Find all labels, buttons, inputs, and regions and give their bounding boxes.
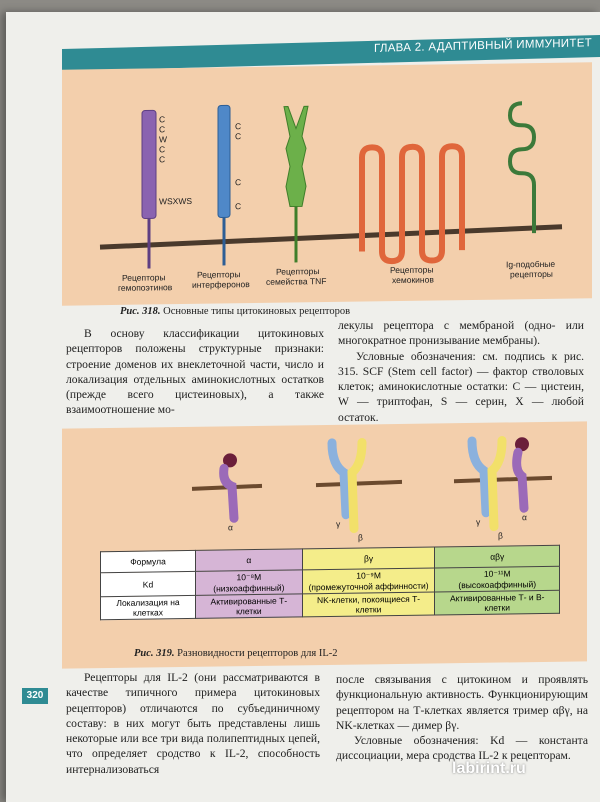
ifn-c3: C	[235, 177, 241, 187]
figure-319: α γ β γ β α	[62, 421, 587, 669]
label-chemo-1: Рецепторы	[390, 265, 433, 276]
cell-loc-2: NK-клетки, покоящиеся Т-клетки	[302, 592, 435, 617]
cell-kd-3: 10⁻¹¹M(высокоаффинный)	[434, 566, 560, 593]
paragraph-right-2b: Условные обозначения: Kd — константа дис…	[336, 734, 588, 763]
motif-label: WSXWS	[159, 196, 192, 206]
beta-chain-2	[347, 437, 367, 534]
cell-formula-1: α	[195, 548, 303, 572]
residue-c2: C	[159, 124, 165, 134]
cell-formula-label: Формула	[100, 550, 196, 573]
cell-kd-2: 10⁻⁹M(промежуточной аффинности)	[302, 568, 435, 594]
membrane-3	[453, 475, 553, 484]
caption-319-num: Рис. 319.	[134, 648, 175, 659]
ifn-c4: C	[235, 201, 241, 211]
text-right-2: после связывания с цитокином и проявлять…	[336, 672, 588, 764]
cell-kd-label: Kd	[100, 571, 196, 597]
paragraph-left-2: Рецепторы для IL-2 (они рассматриваются …	[66, 671, 320, 776]
text-left-2: Рецепторы для IL-2 (они рассматриваются …	[66, 670, 320, 777]
chapter-title: ГЛАВА 2. АДАПТИВНЫЙ ИММУНИТЕТ	[373, 37, 592, 55]
label-tnf-1: Рецепторы	[276, 266, 319, 277]
interferon-receptor	[217, 104, 231, 218]
residue-c4: C	[159, 154, 165, 164]
paragraph-right-2a: после связывания с цитокином и проявлять…	[336, 673, 588, 732]
label-chemo-2: хемокинов	[392, 275, 434, 286]
cell-formula-2: βγ	[302, 547, 435, 570]
caption-318-text: Основные типы цитокиновых рецепторов	[160, 306, 351, 317]
label-hemo-2: гемопоэтинов	[118, 282, 173, 293]
ifn-c1: C	[235, 121, 241, 131]
text-right-1: лекулы рецептора с мембраной (одно- или …	[338, 318, 584, 425]
membrane-2	[315, 479, 403, 488]
alpha-label-1: α	[228, 522, 233, 532]
hemopoietin-receptor	[141, 109, 157, 220]
alpha-label-3: α	[522, 512, 527, 522]
beta-label-3: β	[498, 531, 503, 541]
gamma-chain-3	[467, 436, 491, 518]
cell-loc-3: Активированные Т- и В-клетки	[434, 590, 560, 616]
residue-c3: C	[159, 144, 165, 154]
residue-w: W	[159, 134, 167, 144]
watermark: labirint.ru	[452, 760, 526, 777]
gamma-label-2: γ	[336, 519, 341, 529]
cell-kd-1: 10⁻⁸M(низкоаффинный)	[195, 569, 303, 596]
ifn-c2: C	[235, 131, 241, 141]
ig-receptor	[507, 101, 537, 234]
text-left-1: В основу классификации цитокиновых рецеп…	[66, 326, 324, 418]
caption-318-num: Рис. 318.	[120, 306, 161, 317]
caption-319-text: Разновидности рецепторов для IL-2	[174, 648, 338, 659]
il2-receptor-table: Формула α βγ αβγ Kd 10⁻⁸M(низкоаффинный)…	[100, 545, 560, 620]
label-ig-2: рецепторы	[510, 269, 553, 280]
gamma-chain-2	[327, 438, 351, 520]
cell-loc-1: Активированные Т-клетки	[195, 593, 303, 619]
page-number: 320	[22, 688, 48, 704]
alpha-chain-1	[219, 463, 239, 523]
alpha-chain-3	[512, 447, 529, 513]
figure-318: C C W C C WSXWS C C C C Рецепторы гемопо…	[62, 62, 592, 306]
tnf-receptor	[283, 105, 309, 208]
residue-c1: C	[159, 114, 165, 124]
paragraph-right-1a: лекулы рецептора с мембраной (одно- или …	[338, 319, 584, 348]
gamma-label-3: γ	[476, 517, 481, 527]
cell-formula-3: αβγ	[434, 545, 560, 569]
label-hemo-1: Рецепторы	[122, 272, 165, 283]
label-ifn-2: интерферонов	[192, 279, 250, 290]
beta-label-2: β	[358, 532, 363, 542]
label-ifn-1: Рецепторы	[197, 269, 240, 280]
paragraph-left-1: В основу классификации цитокиновых рецеп…	[66, 327, 324, 417]
paragraph-right-1b: Условные обозначения: см. подпись к рис.…	[338, 349, 584, 424]
figure-319-caption: Рис. 319. Разновидности рецепторов для I…	[134, 648, 338, 659]
beta-chain-3	[487, 436, 507, 532]
cell-loc-label: Локализация на клетках	[100, 595, 196, 620]
label-ig-1: Ig-подобные	[506, 259, 555, 270]
figure-318-caption: Рис. 318. Основные типы цитокиновых реце…	[120, 306, 350, 317]
label-tnf-2: семейства TNF	[266, 276, 326, 287]
membrane-line	[99, 224, 563, 250]
chemokine-receptor	[359, 143, 465, 265]
